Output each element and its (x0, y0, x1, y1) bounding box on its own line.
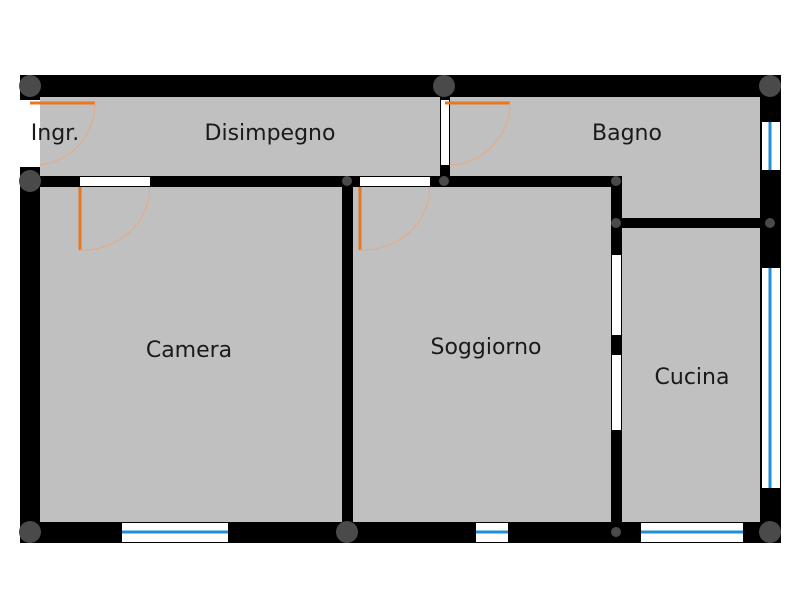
room-label-soggiorno: Soggiorno (431, 335, 542, 360)
windows (122, 122, 780, 542)
pillars (19, 75, 781, 543)
room-label-disimpegno: Disimpegno (205, 121, 336, 146)
openings (20, 100, 621, 430)
doors (30, 101, 511, 251)
floor (30, 86, 770, 532)
room-label-ingresso: Ingr. (31, 121, 79, 146)
room-label-camera: Camera (146, 338, 232, 363)
room-label-cucina: Cucina (655, 365, 730, 390)
room-label-bagno: Bagno (592, 121, 662, 146)
